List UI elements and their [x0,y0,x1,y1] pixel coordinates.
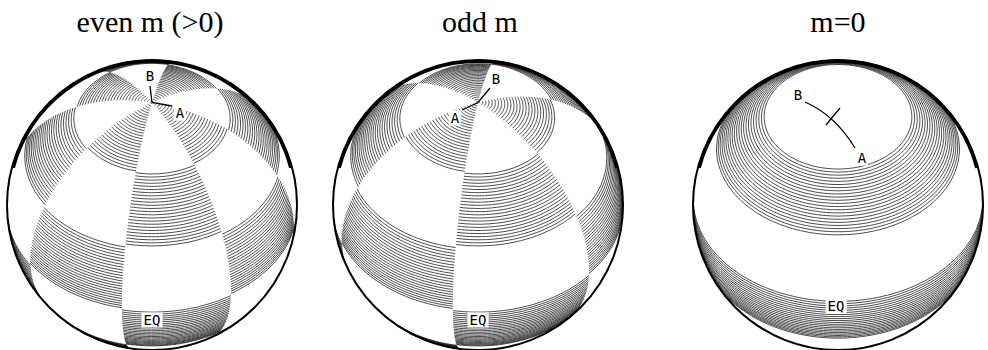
sphere-rim [13,61,290,167]
point-label: B [144,69,156,84]
panel-heading: even m (>0) [77,5,224,39]
latitude-hatching [693,60,983,338]
point-label: A [856,151,868,166]
latitude-hatching [7,60,296,348]
equator-label: EQ [142,313,163,328]
sphere-rim [339,61,616,167]
point-label: A [449,111,461,126]
path-line [805,102,855,148]
point-label: B [792,88,804,103]
latitude-hatching [334,61,624,349]
sphere-rim [699,62,976,168]
sphere-outline [693,60,983,350]
path-line [462,88,490,110]
equator-label: EQ [826,299,847,314]
sphere-outline [333,60,623,350]
point-label: B [490,72,502,87]
path-line [150,86,172,106]
equator-label: EQ [468,313,489,328]
panel-heading: m=0 [810,5,865,39]
point-label: A [174,106,186,121]
sphere-outline [7,60,297,350]
midpoint-tick [826,108,840,125]
panel-heading: odd m [442,5,518,39]
